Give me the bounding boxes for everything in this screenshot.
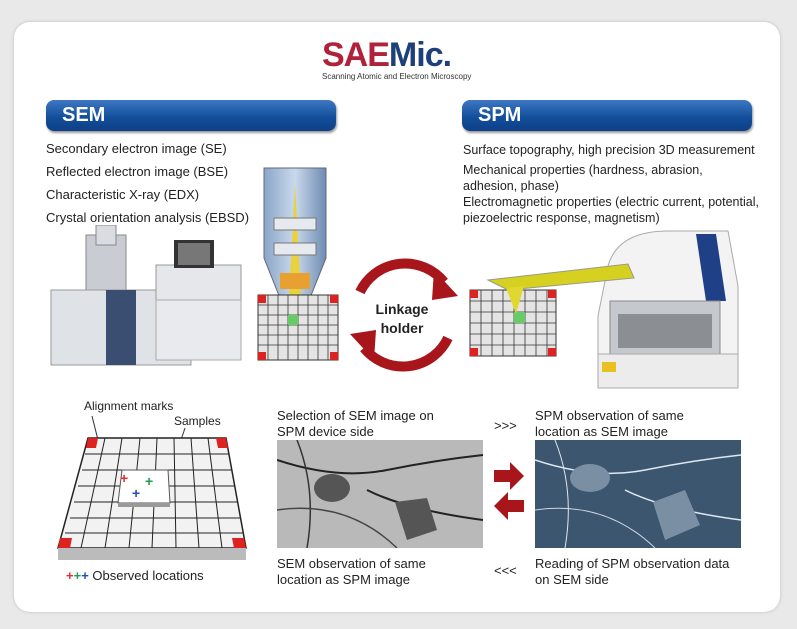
sample-holder-illustration: + + + (57, 415, 247, 560)
flow-top-right-line2: location as SEM image (535, 424, 668, 439)
flow-bottom-left-line2: location as SPM image (277, 572, 410, 587)
linkage-label-line2: holder (380, 320, 424, 336)
sem-item: Secondary electron image (SE) (46, 141, 227, 156)
linkage-label-line1: Linkage (375, 301, 429, 317)
flow-bottom-right-line1: Reading of SPM observation data (535, 556, 730, 571)
exchange-arrows-icon (494, 462, 524, 520)
flow-forward-arrow: >>> (494, 418, 517, 433)
flow-top-right-line1: SPM observation of same (535, 408, 684, 423)
samples-label: Samples (174, 414, 221, 428)
sem-item: Reflected electron image (BSE) (46, 164, 229, 179)
plus-blue-icon: + (81, 568, 89, 583)
svg-text:+: + (132, 485, 140, 501)
observed-locations-legend: +++ Observed locations (66, 568, 204, 584)
sem-instrument-image (50, 225, 242, 366)
spm-instrument-image (597, 230, 739, 389)
logo-blue-text: Mic. (388, 36, 452, 74)
alignment-marks-label: Alignment marks (84, 399, 174, 413)
linkage-cycle-arrows-icon (350, 258, 458, 372)
svg-text:+: + (145, 473, 153, 489)
spm-micrograph-image (535, 440, 741, 548)
logo-tagline: Scanning Atomic and Electron Microscopy (322, 72, 472, 81)
spm-line: piezoelectric response, magnetism) (463, 211, 660, 225)
saemic-logo: SAEMic. Scanning Atomic and Electron Mic… (322, 38, 471, 81)
sem-banner: SEM (46, 100, 336, 131)
sem-item: Characteristic X-ray (EDX) (46, 187, 200, 202)
flow-bottom-right-line2: on SEM side (535, 572, 609, 587)
spm-line: Electromagnetic properties (electric cur… (463, 195, 759, 209)
plus-green-icon: + (73, 568, 82, 583)
svg-text:+: + (120, 470, 128, 486)
flow-top-left-line1: Selection of SEM image on (277, 408, 434, 423)
plus-red-icon: + (66, 568, 74, 583)
flow-bottom-left-line1: SEM observation of same (277, 556, 426, 571)
observed-locations-label: Observed locations (92, 568, 204, 583)
spm-banner: SPM (462, 100, 752, 131)
spm-line: Mechanical properties (hardness, abrasio… (463, 163, 703, 177)
spm-line: Surface topography, high precision 3D me… (463, 143, 755, 157)
flow-back-arrow: <<< (494, 563, 517, 578)
electron-column-illustration (257, 167, 339, 361)
logo-red-text: SAE (322, 36, 390, 74)
sem-item: Crystal orientation analysis (EBSD) (46, 210, 250, 225)
sem-micrograph-image (277, 440, 483, 548)
spm-cantilever-illustration (469, 263, 635, 357)
flow-top-left-line2: SPM device side (277, 424, 374, 439)
spm-line: adhesion, phase) (463, 179, 559, 193)
